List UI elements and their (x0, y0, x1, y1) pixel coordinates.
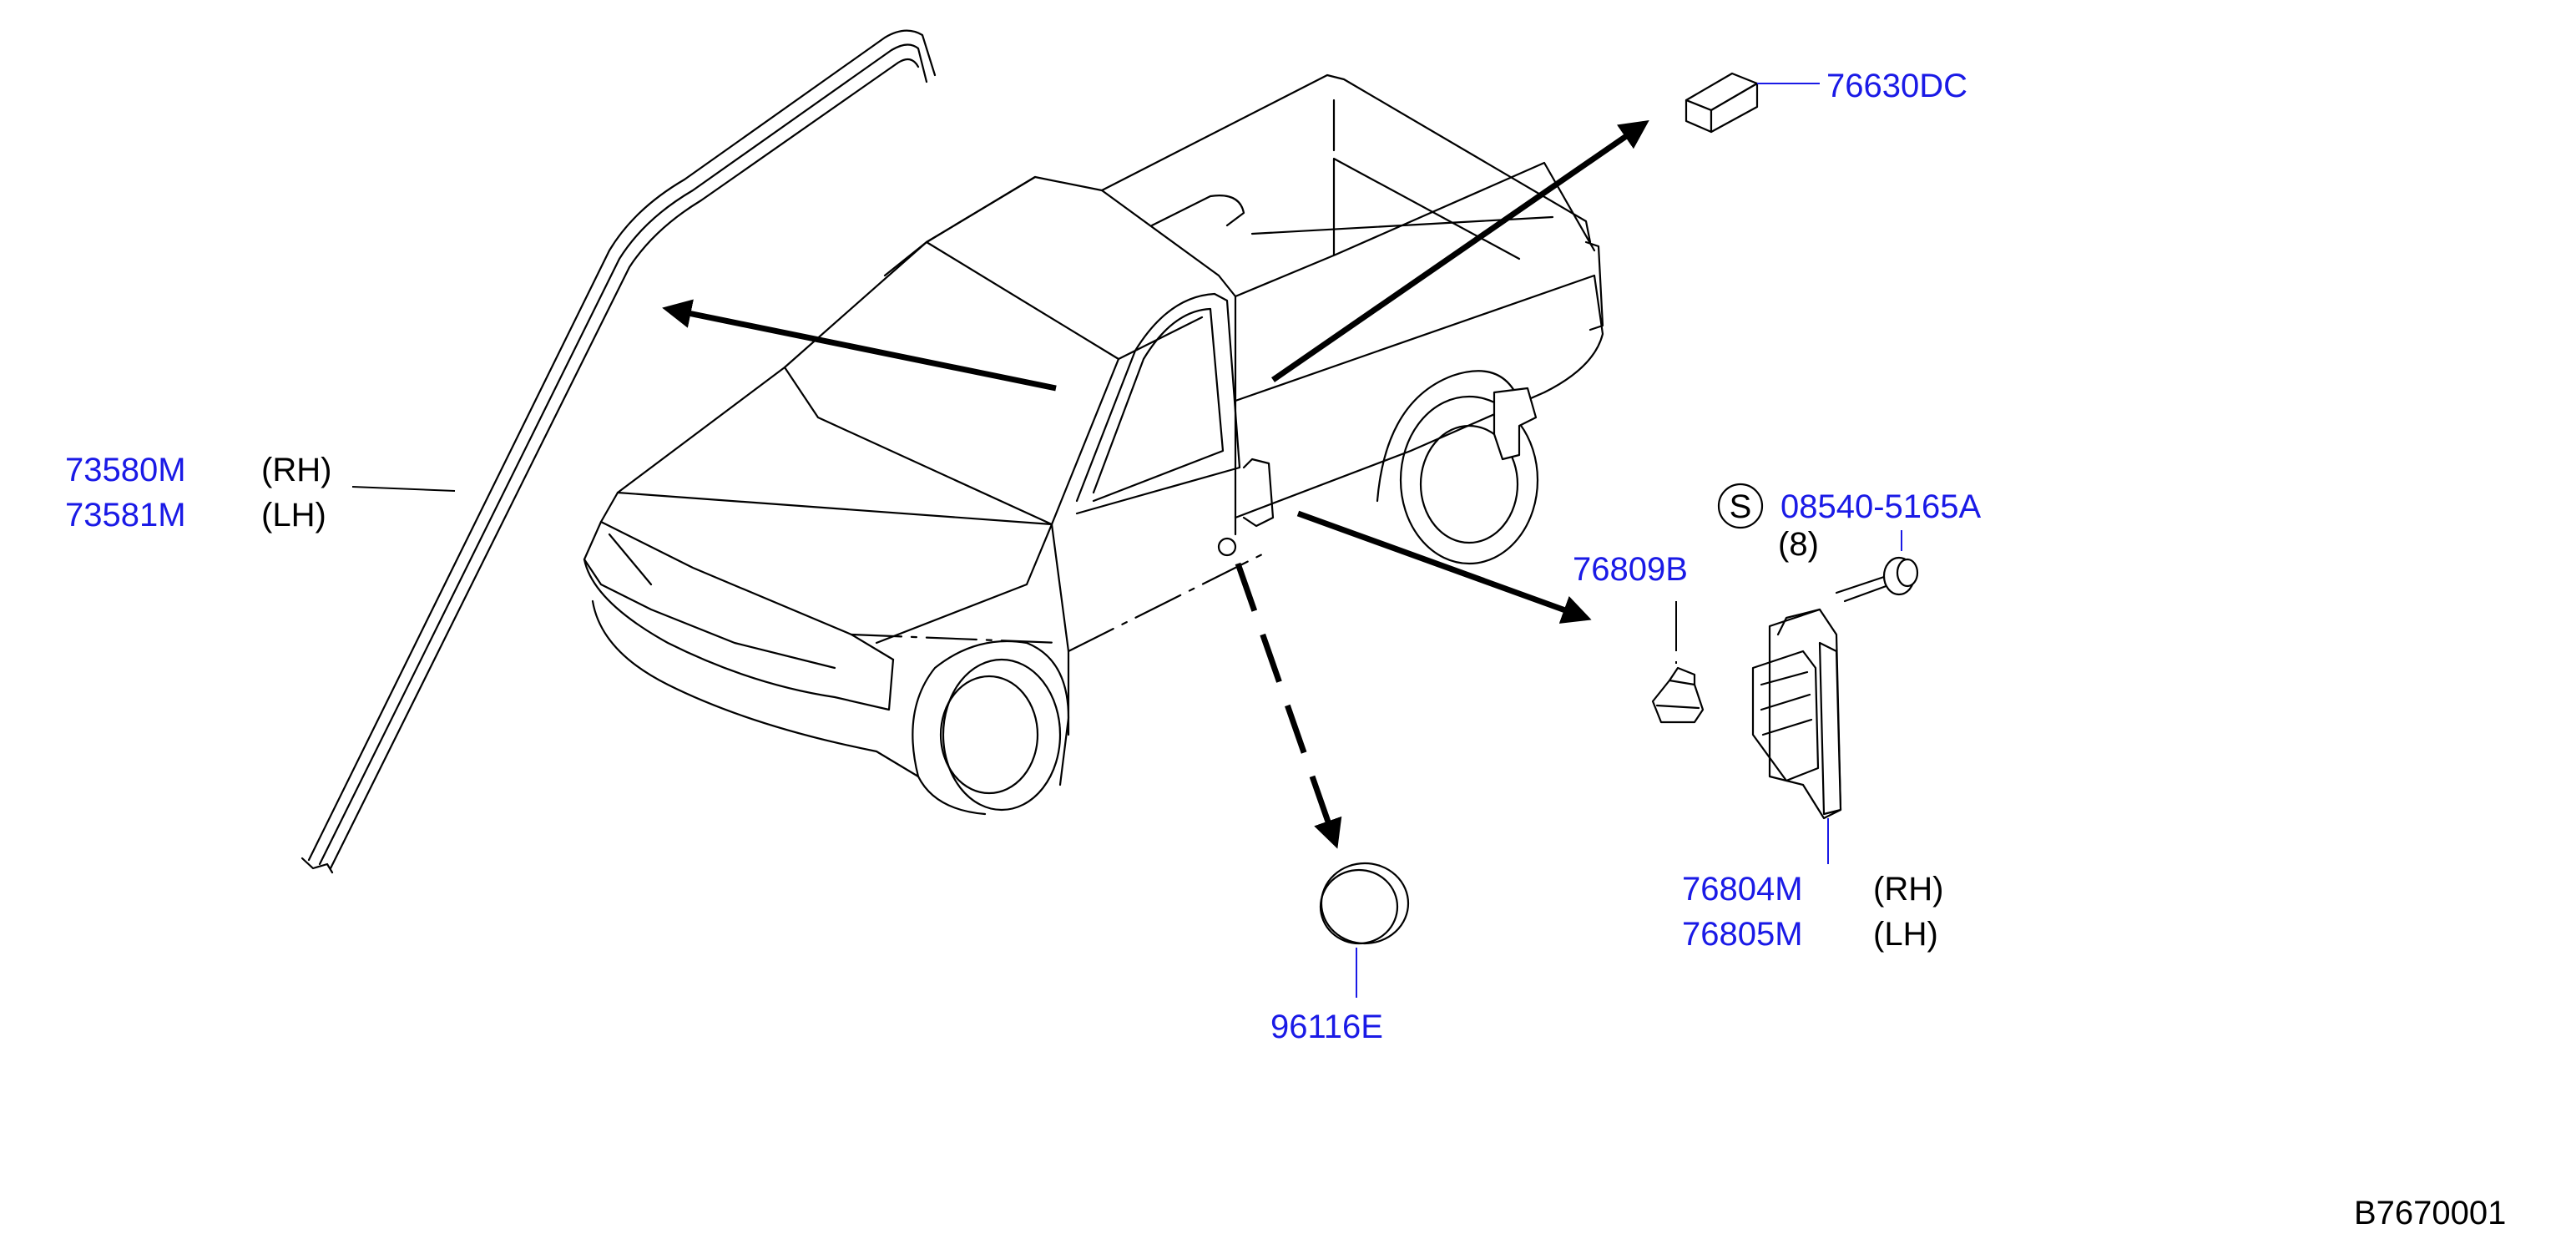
pickup-truck-illustration (583, 73, 1604, 816)
side-rh-guard: (RH) (1873, 871, 1943, 908)
side-lh-molding: (LH) (261, 497, 326, 534)
side-lh-guard: (LH) (1873, 916, 1938, 953)
round-plug-icon (1319, 862, 1410, 945)
symbol-s: S (1730, 488, 1752, 525)
nameplate-block (1685, 72, 1759, 134)
leader-molding (351, 486, 456, 492)
arrow-guard (1296, 510, 1592, 624)
pointer-arrows (662, 120, 1649, 849)
arrow-nameplate (1271, 120, 1649, 382)
part-number-76809b[interactable]: 76809B (1573, 551, 1688, 588)
side-rh-molding: (RH) (261, 452, 331, 488)
arrow-plug (1235, 562, 1342, 849)
clip-icon (1651, 666, 1705, 724)
mud-guard-panel (1751, 608, 1842, 820)
part-number-08540-5165a[interactable]: 08540-5165A (1780, 488, 1982, 525)
bolt-symbol: S (1717, 483, 1764, 529)
part-number-76805m[interactable]: 76805M (1682, 916, 1803, 953)
bolt-quantity: (8) (1778, 526, 1819, 563)
bolt-icon (1835, 556, 1919, 603)
part-number-76630dc[interactable]: 76630DC (1826, 68, 1967, 104)
roof-molding-strip (301, 29, 937, 874)
diagram-code: B7670001 (2354, 1195, 2506, 1231)
arrow-molding (662, 299, 1057, 392)
part-number-96116e[interactable]: 96116E (1270, 1009, 1383, 1045)
part-number-73580m[interactable]: 73580M (65, 452, 186, 488)
part-number-76804m[interactable]: 76804M (1682, 871, 1803, 908)
part-number-73581m[interactable]: 73581M (65, 497, 186, 534)
